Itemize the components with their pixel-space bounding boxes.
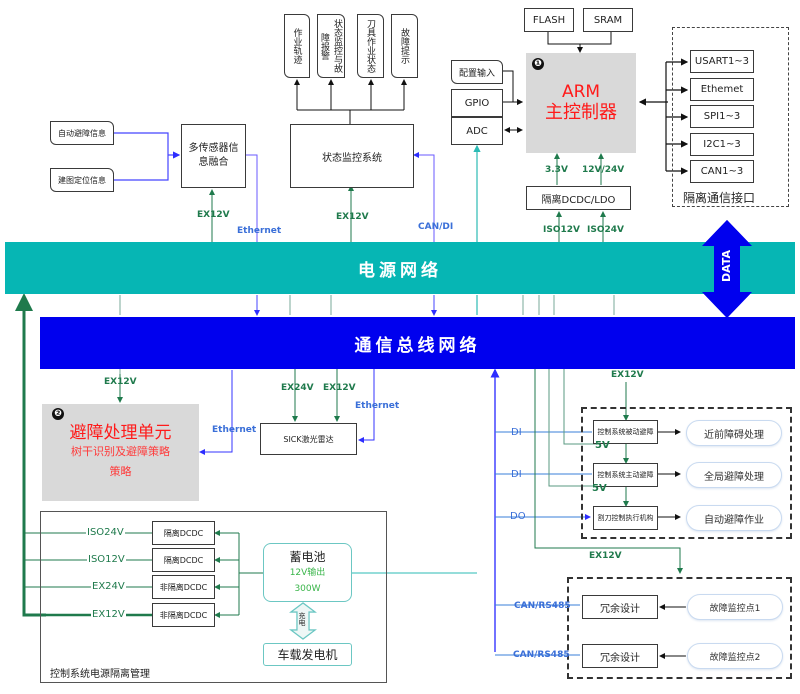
power-rail-iso24: ISO24V bbox=[86, 527, 125, 538]
iface-spi: SPI1~3 bbox=[690, 105, 754, 128]
power-rail-ex12: EX12V bbox=[91, 609, 126, 620]
monitor-system-box: 状态监控系统 bbox=[290, 124, 414, 188]
data-label: DATA bbox=[720, 250, 733, 282]
iso-dcdc-ldo-box: 隔离DCDC/LDO bbox=[526, 186, 631, 210]
obstacle-processing-unit: ❷ 避障处理单元 树干识别及避障策略 策略 bbox=[42, 404, 199, 501]
power-network-bus: 电源网络 bbox=[5, 242, 795, 294]
comm-interface-title: 隔离通信接口 bbox=[683, 191, 756, 205]
output-monitor-alarm: 状态监控与故障报警 bbox=[317, 14, 345, 78]
active-avoid-block: 控制系统主动避障 bbox=[593, 463, 658, 487]
charge-label: 充电 bbox=[298, 612, 306, 626]
gpio-box: GPIO bbox=[451, 89, 503, 117]
battery-title: 蓄电池 bbox=[289, 549, 326, 564]
battery-box: 蓄电池 12V输出 300W bbox=[263, 543, 352, 602]
dcdc-ex24: 非隔离DCDC bbox=[152, 575, 215, 599]
control-group-frame bbox=[581, 407, 792, 539]
sensor-ethernet-label: Ethernet bbox=[237, 226, 282, 236]
power-management-panel bbox=[40, 511, 387, 683]
label-12v24v: 12V/24V bbox=[582, 165, 625, 175]
generator-box: 车载发电机 bbox=[263, 643, 352, 666]
control-signal-2: DO bbox=[510, 511, 526, 522]
label-iso24v: ISO24V bbox=[587, 225, 624, 235]
comm-interface-group bbox=[672, 27, 789, 207]
power-management-title: 控制系统电源隔离管理 bbox=[50, 669, 150, 680]
control-power-label: EX12V bbox=[611, 370, 644, 380]
obstacle-ethernet-label: Ethernet bbox=[212, 425, 257, 435]
control-aux-0: 5V bbox=[595, 440, 610, 451]
sensor-input-obstacle: 自动避障信息 bbox=[50, 121, 114, 145]
arm-interface-lines bbox=[638, 58, 689, 175]
control-aux-1: 5V bbox=[592, 483, 607, 494]
adc-box: ADC bbox=[451, 117, 503, 145]
lidar-ethernet-label: Ethernet bbox=[355, 401, 400, 411]
battery-power: 300W bbox=[294, 583, 321, 594]
redundancy-block-2: 冗余设计 bbox=[582, 644, 658, 668]
power-rail-iso12: ISO12V bbox=[87, 554, 126, 565]
cutter-actuator-block: 割刀控制执行机构 bbox=[593, 506, 658, 530]
badge-1: ❶ bbox=[532, 58, 544, 70]
obstacle-unit-sub2: 策略 bbox=[109, 464, 132, 478]
output-trajectory: 作业轨迹 bbox=[284, 14, 310, 78]
passive-avoid-block: 控制系统被动避障 bbox=[593, 420, 658, 444]
memory-lines bbox=[547, 32, 612, 53]
result-auto-avoid-work: 自动避障作业 bbox=[686, 505, 782, 531]
fault-monitor-point-2: 故障监控点2 bbox=[687, 643, 783, 669]
label-3v3: 3.3V bbox=[545, 165, 568, 175]
sram-box: SRAM bbox=[583, 8, 633, 32]
result-near-obstacle: 近前障碍处理 bbox=[686, 420, 782, 446]
redundancy-signal-1: CAN/RS485 bbox=[513, 650, 570, 660]
arm-power-lines bbox=[554, 153, 606, 242]
arm-title: ARM bbox=[561, 82, 601, 102]
redundancy-power-label: EX12V bbox=[589, 551, 622, 561]
fault-monitor-point-1: 故障监控点1 bbox=[687, 594, 783, 620]
flash-box: FLASH bbox=[524, 8, 574, 32]
control-signal-1: DI bbox=[511, 469, 522, 480]
battery-output: 12V输出 bbox=[289, 567, 326, 578]
monitor-power-label: EX12V bbox=[336, 212, 369, 222]
sensor-power-label: EX12V bbox=[197, 210, 230, 220]
monitor-output-lines bbox=[294, 79, 407, 124]
dcdc-iso12: 隔离DCDC bbox=[152, 548, 215, 572]
sensor-input-mapping: 建图定位信息 bbox=[50, 168, 114, 192]
input-lines bbox=[503, 70, 523, 133]
lidar-power1-label: EX24V bbox=[281, 383, 314, 393]
sensor-fusion-box: 多传感器信息融合 bbox=[181, 124, 246, 188]
bus-vertical-lines bbox=[119, 295, 615, 315]
iface-ethernet: Ethemet bbox=[690, 78, 754, 101]
arm-subtitle: 主控制器 bbox=[545, 102, 617, 123]
lidar-power2-label: EX12V bbox=[323, 383, 356, 393]
monitor-can-label: CAN/DI bbox=[418, 222, 454, 232]
control-signal-0: DI bbox=[511, 427, 522, 438]
power-rail-ex24: EX24V bbox=[91, 581, 126, 592]
comm-bus-network: 通信总线网络 bbox=[40, 317, 795, 369]
redundancy-frame bbox=[567, 577, 792, 679]
obstacle-unit-title: 避障处理单元 bbox=[69, 422, 172, 443]
redundancy-signal-0: CAN/RS485 bbox=[514, 601, 571, 611]
output-tool-status: 刀具作业状态 bbox=[357, 14, 384, 78]
generator-title: 车载发电机 bbox=[277, 648, 338, 662]
dcdc-ex12: 非隔离DCDC bbox=[152, 603, 215, 627]
result-global-avoid: 全局避障处理 bbox=[686, 462, 782, 488]
arm-controller: ❶ ARM 主控制器 bbox=[526, 53, 636, 153]
obstacle-power-label: EX12V bbox=[104, 377, 137, 387]
redundancy-block-1: 冗余设计 bbox=[582, 595, 658, 619]
sensor-input-lines bbox=[114, 132, 181, 181]
obstacle-unit-sub1: 树干识别及避障策略 bbox=[71, 444, 170, 458]
sick-lidar-box: SICK激光雷达 bbox=[260, 423, 357, 455]
label-iso12v: ISO12V bbox=[543, 225, 580, 235]
output-fault-hint: 故障提示 bbox=[391, 14, 418, 78]
config-input-box: 配置输入 bbox=[451, 60, 503, 84]
dcdc-iso24: 隔离DCDC bbox=[152, 521, 215, 545]
iface-usart: USART1~3 bbox=[690, 50, 754, 73]
badge-2: ❷ bbox=[52, 408, 64, 420]
iface-can: CAN1~3 bbox=[690, 160, 754, 183]
iface-i2c: I2C1~3 bbox=[690, 133, 754, 156]
